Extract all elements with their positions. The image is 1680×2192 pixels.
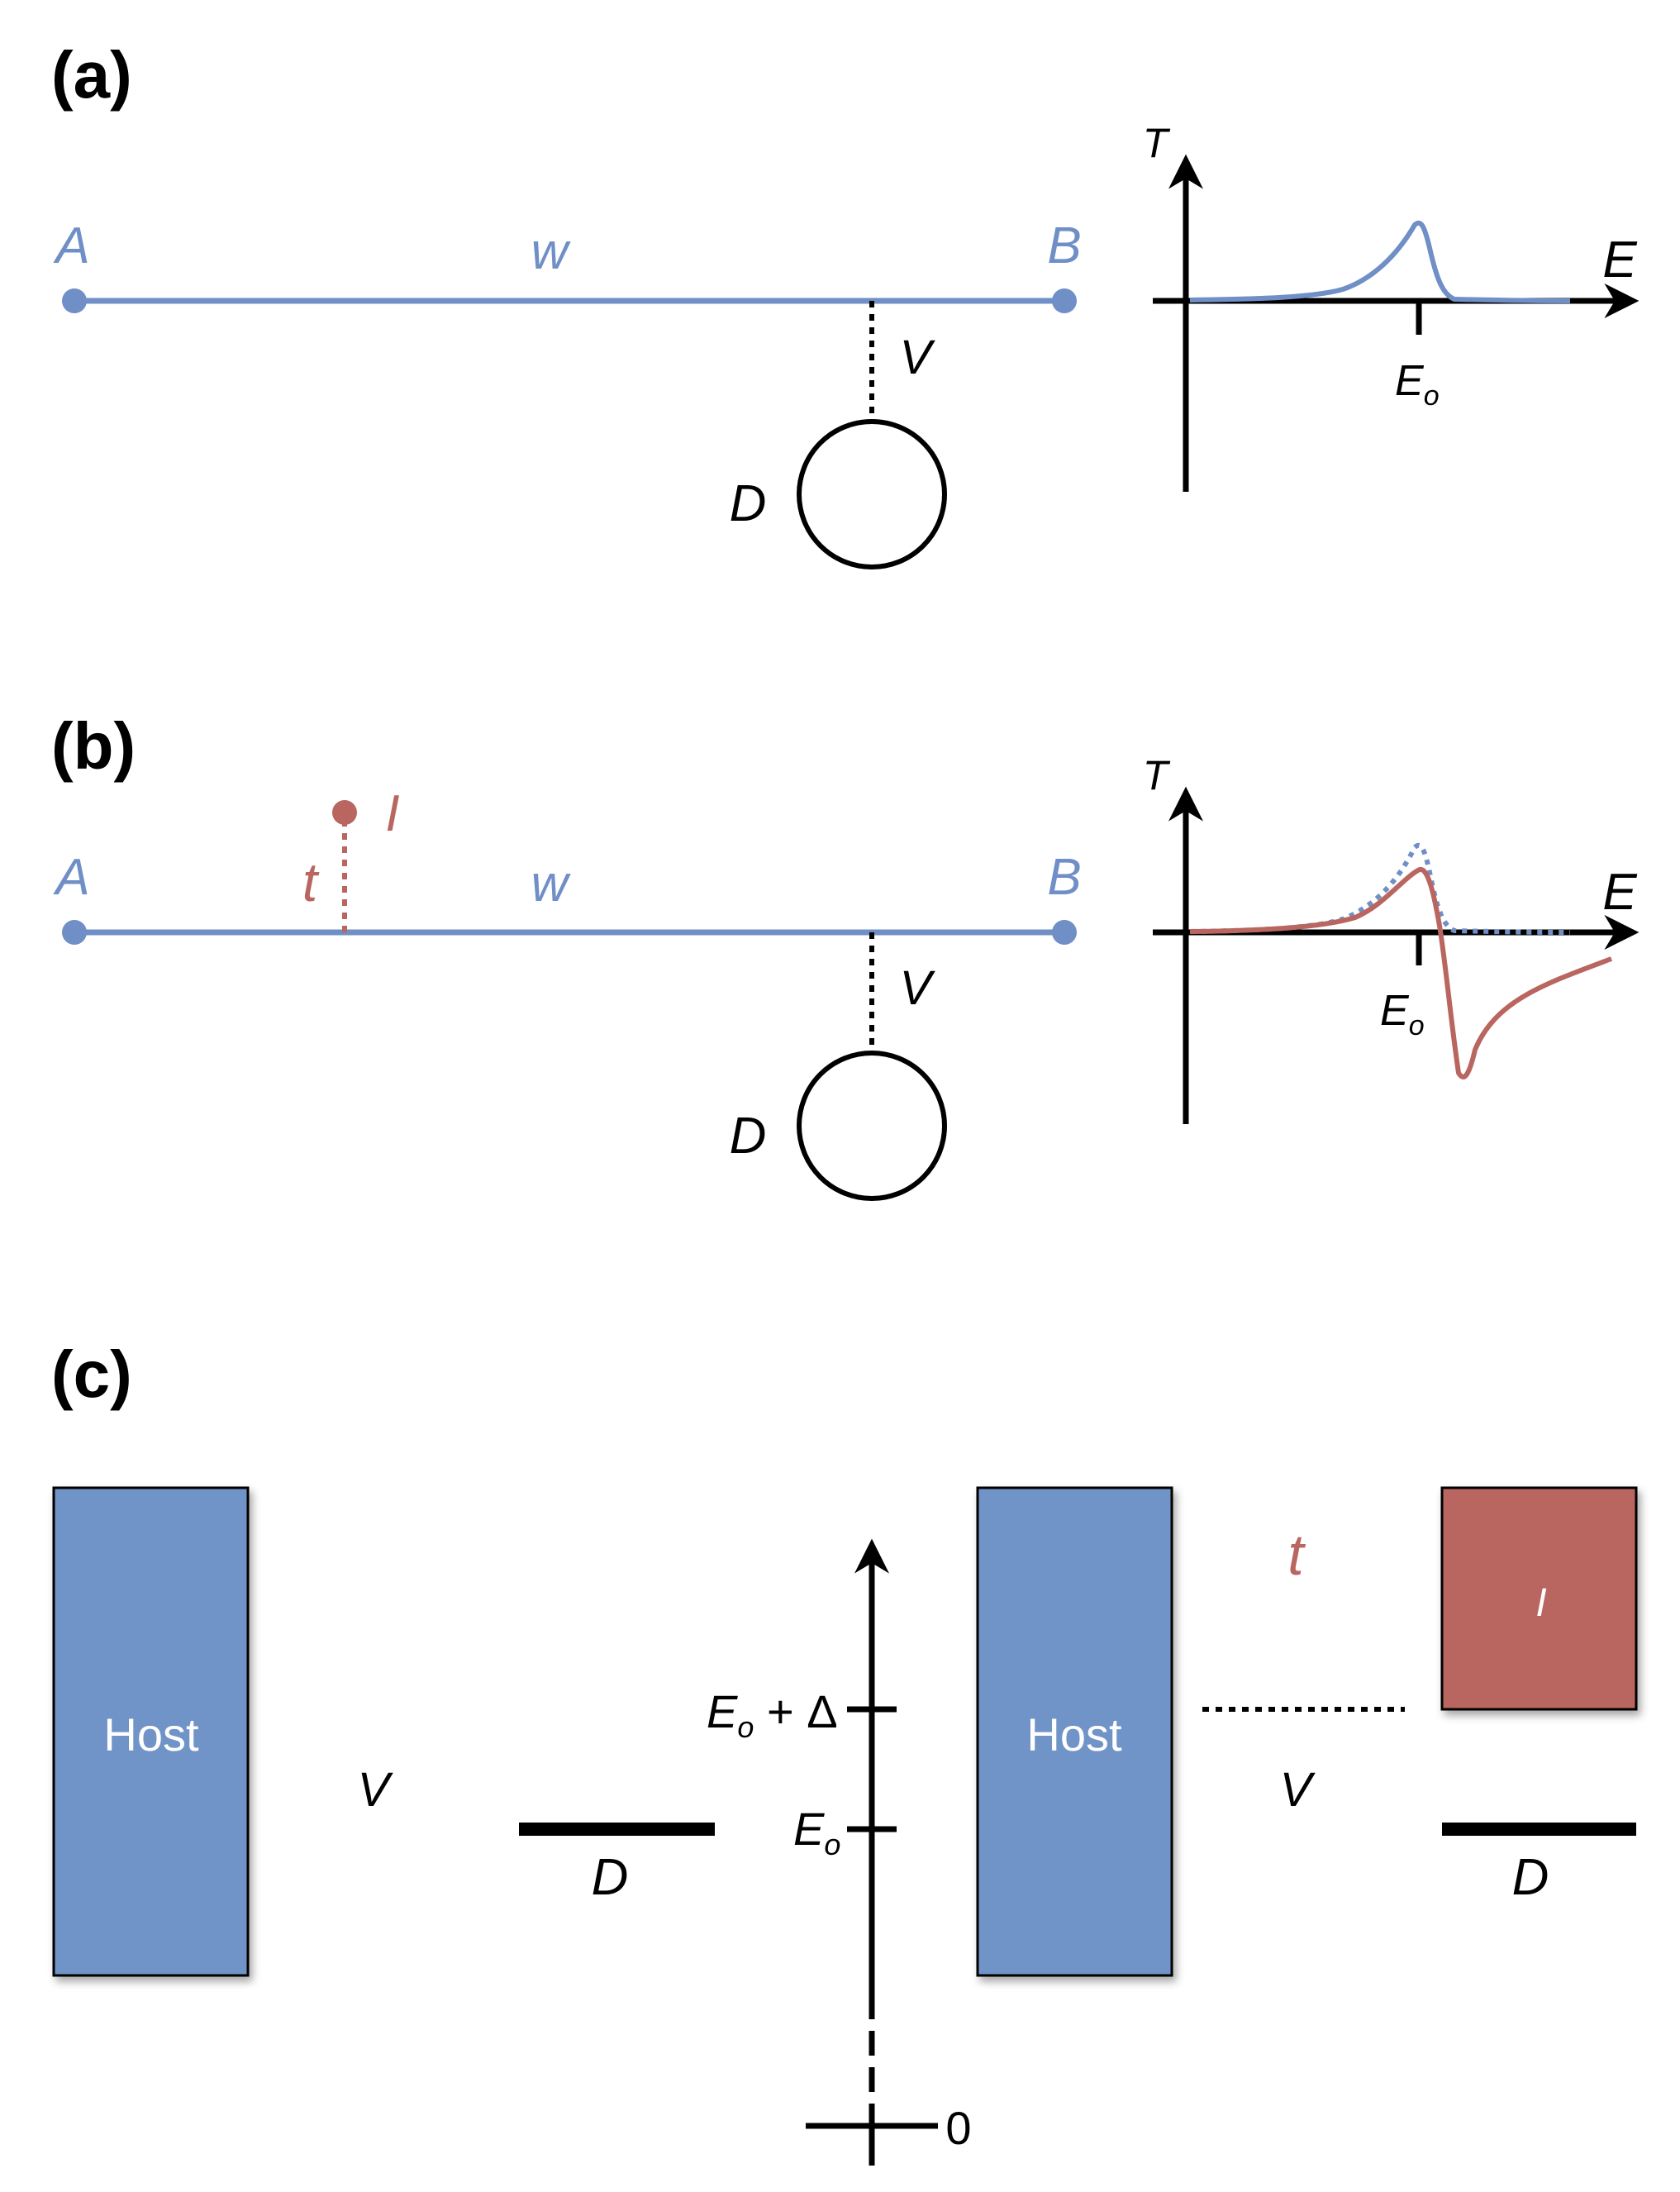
tick-upper-label: Eo + Δ — [707, 1685, 838, 1744]
node-a-label: A — [52, 217, 89, 274]
node-a-label: A — [52, 849, 89, 906]
host-box-right — [976, 1486, 1173, 1977]
coupling-label: V — [900, 961, 936, 1015]
dot-label: D — [730, 475, 767, 532]
coupling-label: V — [900, 331, 936, 384]
x-axis-label: E — [1602, 864, 1637, 921]
x-axis-label: E — [1602, 231, 1637, 288]
quantum-dot — [797, 1051, 947, 1201]
transmission-graph: T E Eo — [1143, 752, 1640, 1124]
impurity-site — [332, 800, 357, 825]
y-axis-label: T — [1143, 752, 1171, 798]
impurity-coupling-label: t — [1287, 1522, 1306, 1587]
lead-node-a — [62, 920, 87, 945]
tick-label: Eo — [1395, 357, 1440, 412]
coupling-label-right: V — [1280, 1763, 1316, 1817]
node-b-label: B — [1047, 849, 1081, 906]
tick-mid-label: Eo — [793, 1803, 840, 1861]
panel-c: (c) Host V D Eo + Δ Eo 0 Host t I V — [51, 1337, 1638, 2166]
fano-transmission-curve — [1189, 867, 1613, 1079]
transmission-graph: T E Eo — [1143, 120, 1640, 492]
tick-label: Eo — [1380, 987, 1425, 1041]
panel-a: (a) A B w V D T E Eo — [51, 38, 1640, 569]
lead-node-b — [1052, 920, 1077, 945]
impurity-box-label: I — [1535, 1581, 1546, 1625]
coupling-label-left: V — [358, 1763, 394, 1817]
wire-label: w — [531, 855, 572, 913]
impurity-coupling-label: t — [302, 851, 320, 913]
panel-b-label: (b) — [51, 709, 136, 783]
host-box-left — [52, 1486, 250, 1977]
dot-level-label-left: D — [592, 1849, 629, 1906]
transmission-curve — [1189, 220, 1571, 303]
quantum-dot — [797, 419, 947, 569]
impurity-box — [1440, 1486, 1638, 1711]
panel-a-label: (a) — [51, 38, 132, 112]
node-b-label: B — [1047, 217, 1081, 274]
dot-level-label-right: D — [1512, 1849, 1549, 1906]
lead-node-a — [62, 288, 87, 313]
wire-label: w — [531, 223, 572, 280]
energy-axis: Eo + Δ Eo 0 — [707, 1538, 972, 2166]
host-label-left: Host — [103, 1708, 199, 1761]
lead-node-b — [1052, 288, 1077, 313]
reference-transmission-curve — [1189, 842, 1571, 935]
tick-zero-label: 0 — [945, 2102, 971, 2154]
host-label-right: Host — [1026, 1708, 1122, 1761]
y-axis-label: T — [1143, 120, 1171, 166]
impurity-label: I — [385, 785, 399, 842]
panel-c-label: (c) — [51, 1337, 132, 1411]
panel-b: (b) A B w I t V D T E Eo — [51, 709, 1640, 1201]
dot-label: D — [730, 1108, 767, 1165]
